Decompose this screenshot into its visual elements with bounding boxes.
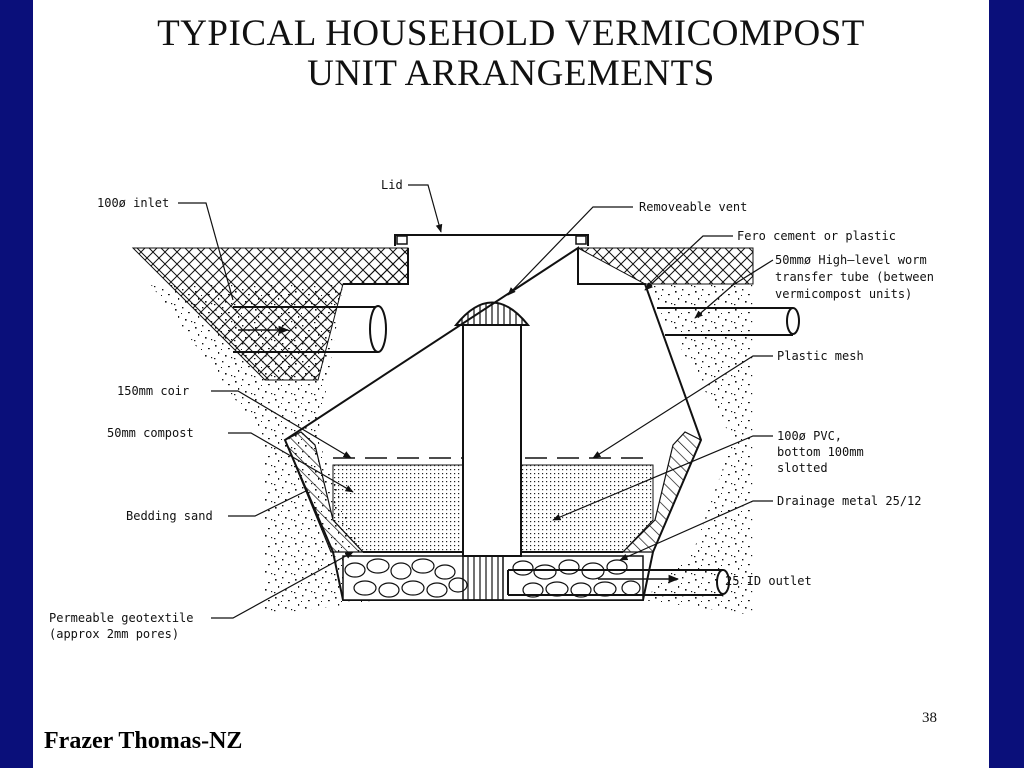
label-transfer-tube-2: transfer tube (between — [775, 270, 934, 284]
label-inlet: 100ø inlet — [97, 196, 169, 210]
label-plastic-mesh: Plastic mesh — [777, 349, 864, 363]
label-transfer-tube-3: vermicompost units) — [775, 287, 912, 301]
vermicompost-diagram: 100ø inlet Lid Removeable vent Fero ceme… — [49, 178, 934, 641]
label-drainage-metal: Drainage metal 25/12 — [777, 494, 922, 508]
label-transfer-tube-1: 50mmø High–level worm — [775, 253, 927, 267]
label-geotextile-1: Permeable geotextile — [49, 611, 194, 625]
label-compost: 50mm compost — [107, 426, 194, 440]
slide: TYPICAL HOUSEHOLD VERMICOMPOST UNIT ARRA… — [33, 0, 989, 768]
label-pvc-2: bottom 100mm — [777, 445, 864, 459]
leader-lines — [178, 184, 774, 619]
label-coir: 150mm coir — [117, 384, 189, 398]
outlet-pipe-end — [716, 569, 730, 595]
inlet-pipe-end — [369, 305, 387, 353]
title-line-2: UNIT ARRANGEMENTS — [307, 53, 715, 94]
transfer-tube-end — [786, 307, 800, 335]
ground-hatch-right — [577, 247, 754, 285]
label-pvc-1: 100ø PVC, — [777, 429, 842, 443]
lid-handle-left — [396, 235, 408, 245]
bedding-sand-right — [621, 431, 702, 553]
slotted-pipe-bottom — [462, 555, 504, 601]
label-pvc-3: slotted — [777, 461, 828, 475]
lid — [394, 234, 589, 246]
label-bedding-sand: Bedding sand — [126, 509, 213, 523]
label-lid: Lid — [381, 178, 403, 192]
inlet-pipe — [233, 306, 378, 353]
outlet-pipe — [507, 569, 723, 596]
removable-vent-cap — [453, 301, 531, 326]
title-line-1: TYPICAL HOUSEHOLD VERMICOMPOST — [157, 13, 865, 54]
label-outlet: 25 ID outlet — [725, 574, 812, 588]
label-geotextile-2: (approx 2mm pores) — [49, 627, 179, 641]
page-number: 38 — [922, 710, 937, 726]
fero-collar-left — [345, 248, 408, 284]
central-pvc-pipe — [462, 324, 522, 557]
label-removeable-vent: Removeable vent — [639, 200, 747, 214]
slide-title: TYPICAL HOUSEHOLD VERMICOMPOST UNIT ARRA… — [33, 14, 989, 94]
footer-credit: Frazer Thomas-NZ — [44, 728, 243, 754]
lid-handle-right — [575, 235, 587, 245]
transfer-tube — [657, 307, 793, 336]
soil-right — [643, 285, 753, 615]
label-fero-cement: Fero cement or plastic — [737, 229, 896, 243]
